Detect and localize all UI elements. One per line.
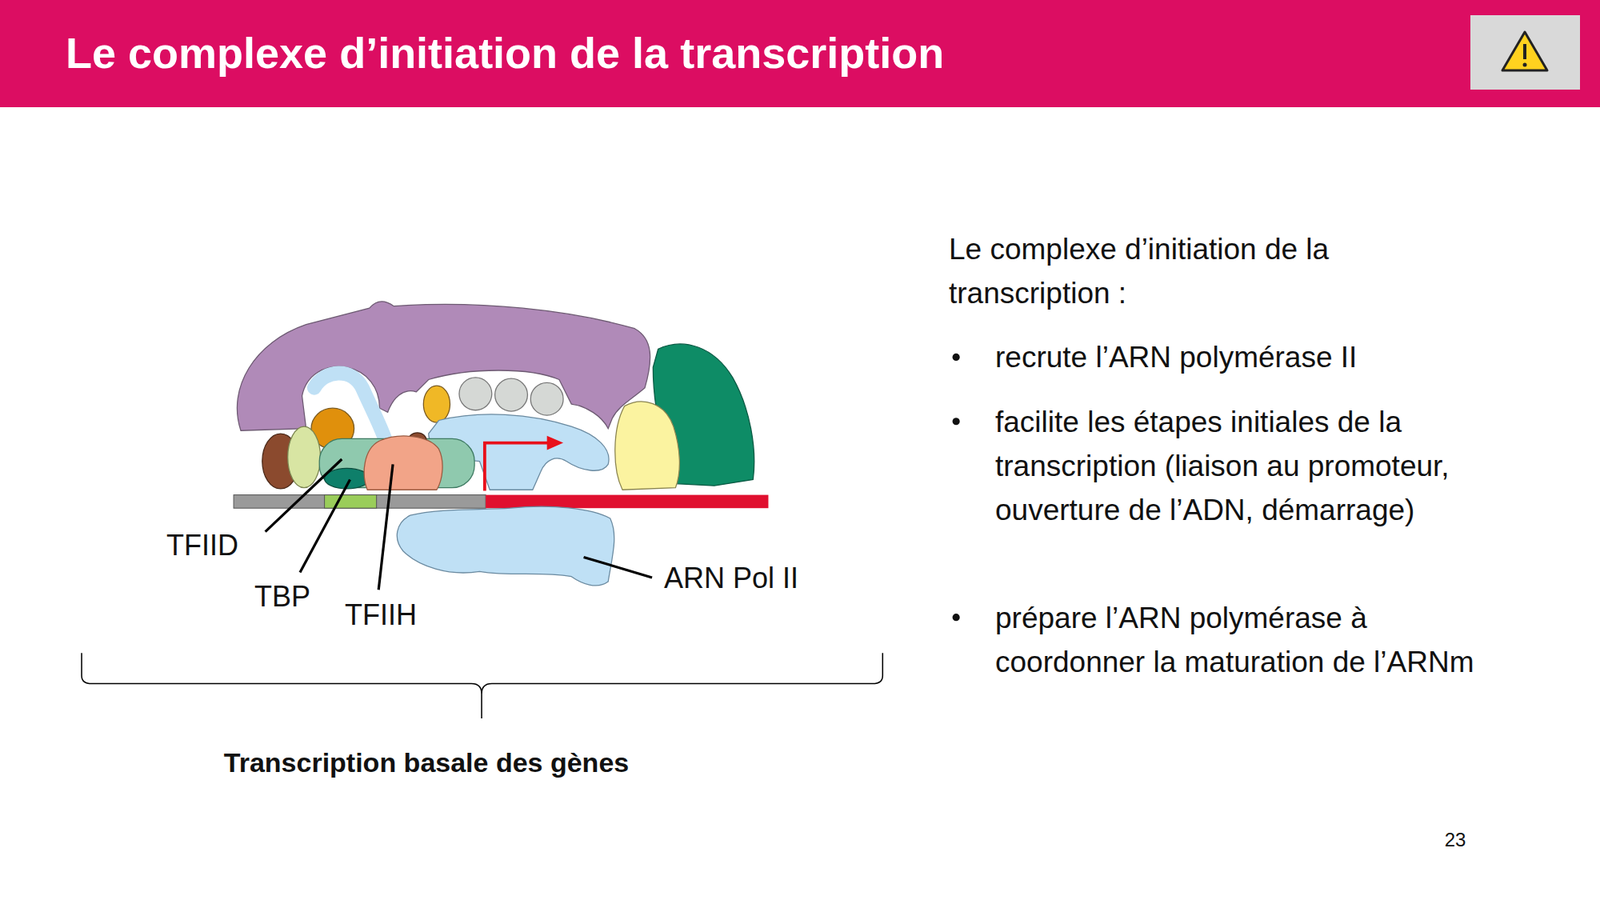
part-label: TBP [254,580,311,614]
bracket-label: Transcription basale des gènes [224,747,629,779]
grey-subunit [459,377,492,411]
part-label: ARN Pol II [664,561,799,596]
dna-promoter [233,495,486,509]
title-bar [0,0,1600,108]
tata-box [324,495,377,509]
bullet [952,353,960,361]
mediator-shape [236,301,650,431]
bullet-text: recrute l’ARN polymérase II [995,335,1508,380]
bullet [952,417,960,425]
icon-box [1470,15,1580,90]
tfiih-shape [364,436,443,490]
warning-mark [1523,44,1527,60]
factor-lightyellow [615,401,680,490]
part-label: TFIIH [344,598,417,632]
intro-text: Le complexe d’initiation de la transcrip… [948,227,1493,316]
warning-triangle [1502,32,1548,71]
leader-line [300,479,350,572]
leader-line [584,556,652,578]
page-number: 23 [1444,828,1467,852]
dna-gene [485,495,768,509]
part-label: TFIID [166,528,239,563]
leader-line [265,459,343,532]
bullet [952,613,960,621]
bullet-text: prépare l’ARN polymérase à coordonner la… [995,596,1508,684]
complex-drawing [81,301,960,719]
warning-icon [1470,15,1580,90]
bracket [81,652,883,719]
slide-title: Le complexe d’initiation de la transcrip… [65,28,944,78]
factor-lightgreen [288,426,321,488]
factor-yellow [423,385,450,423]
start-arrow [484,443,549,492]
warning-dot [1523,63,1528,68]
start-arrowhead [547,436,564,451]
grey-subunit [495,378,528,412]
grey-subunit [530,382,564,416]
bullet-text: facilite les étapes initiales de la tran… [995,400,1508,532]
polymerase-lower [396,506,614,586]
leader-line [378,464,393,590]
